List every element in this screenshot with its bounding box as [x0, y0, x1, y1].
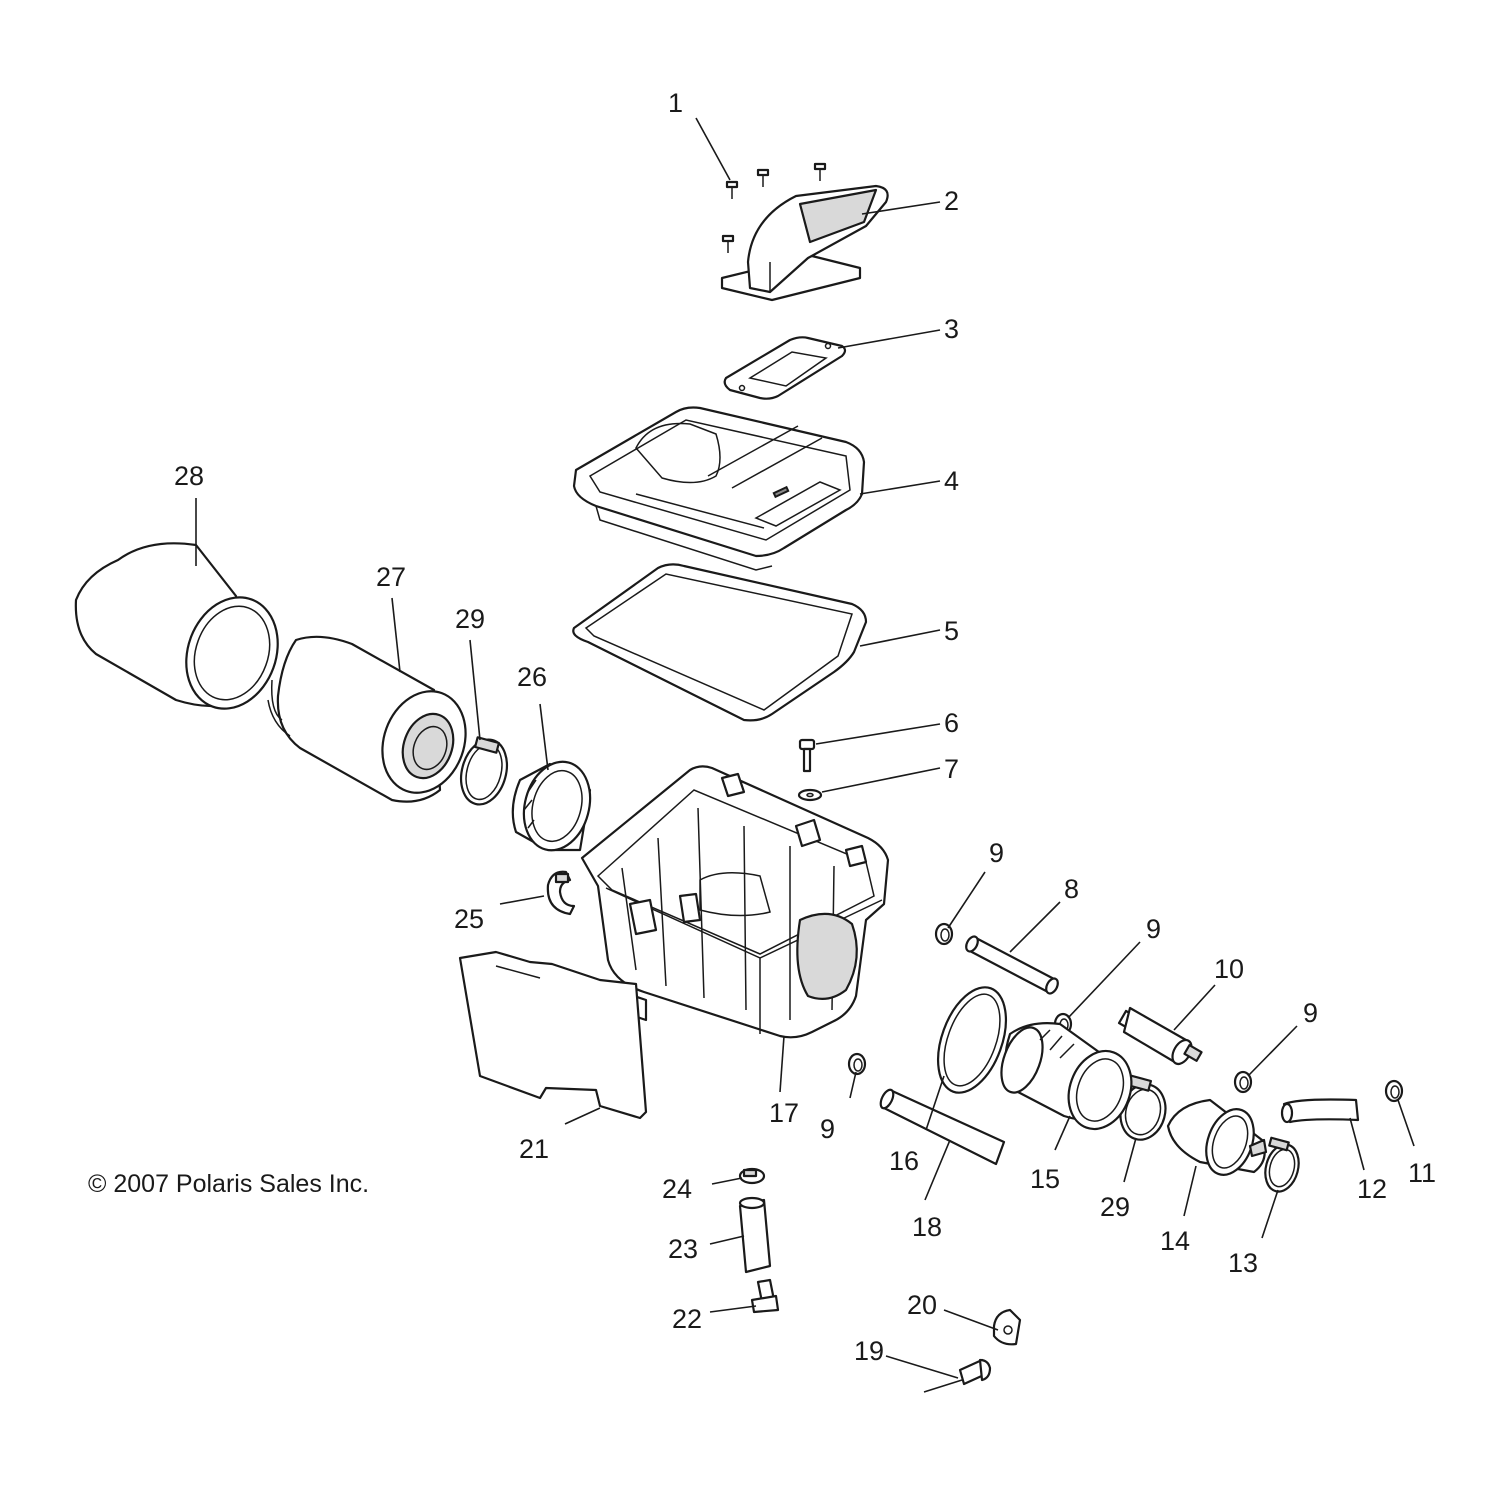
drain-valve — [750, 1278, 780, 1314]
callout-13: 13 — [1228, 1248, 1258, 1278]
clip-25 — [546, 870, 576, 916]
leader-lines — [195, 117, 1415, 1379]
rivet — [923, 1358, 992, 1393]
hose-18 — [879, 1088, 1006, 1166]
bolt — [798, 738, 816, 773]
duct-gasket — [723, 336, 847, 400]
callout-25: 25 — [454, 904, 484, 934]
hose-clamp-upper — [459, 736, 509, 806]
callout-23: 23 — [668, 1234, 698, 1264]
clamp-24 — [738, 1167, 766, 1185]
callout-29-b: 29 — [1100, 1192, 1130, 1222]
callout-5: 5 — [944, 616, 959, 646]
callout-3: 3 — [944, 314, 959, 344]
callout-26: 26 — [517, 662, 547, 692]
callout-9-b: 9 — [1146, 914, 1161, 944]
callout-11: 11 — [1408, 1158, 1436, 1188]
callout-9-c: 9 — [1303, 998, 1318, 1028]
outlet-adapter — [1000, 1022, 1133, 1131]
callout-16: 16 — [889, 1146, 919, 1176]
breather-filter — [1117, 1006, 1203, 1066]
callouts: 1 2 3 4 5 6 7 8 9 9 9 9 10 11 12 13 14 1… — [174, 88, 1436, 1366]
callout-17: 17 — [769, 1098, 799, 1128]
callout-4: 4 — [944, 466, 959, 496]
airbox-cover — [572, 406, 866, 571]
callout-2: 2 — [944, 186, 959, 216]
callout-7: 7 — [944, 754, 959, 784]
callout-19: 19 — [854, 1336, 884, 1366]
callout-14: 14 — [1160, 1226, 1190, 1256]
foam-pad — [458, 950, 648, 1120]
callout-29-a: 29 — [455, 604, 485, 634]
callout-12: 12 — [1357, 1174, 1387, 1204]
callout-20: 20 — [907, 1290, 937, 1320]
intake-duct — [720, 184, 889, 302]
screws — [721, 162, 827, 253]
o-ring — [937, 986, 1007, 1094]
callout-9-d: 9 — [820, 1114, 835, 1144]
hose-8 — [965, 935, 1059, 995]
callout-6: 6 — [944, 708, 959, 738]
filter-adapter — [511, 760, 592, 852]
drain-tube — [738, 1196, 772, 1274]
callout-9-a: 9 — [989, 838, 1004, 868]
callout-28: 28 — [174, 461, 204, 491]
clip-20 — [992, 1308, 1022, 1346]
cover-seal — [572, 563, 868, 722]
callout-15: 15 — [1030, 1164, 1060, 1194]
pre-filter — [74, 542, 279, 710]
callout-27: 27 — [376, 562, 406, 592]
air-filter — [267, 635, 467, 803]
callout-21: 21 — [519, 1134, 549, 1164]
copyright-notice: © 2007 Polaris Sales Inc. — [88, 1170, 370, 1198]
callout-22: 22 — [672, 1304, 702, 1334]
hose-12 — [1280, 1098, 1360, 1124]
callout-24: 24 — [662, 1174, 692, 1204]
callout-1: 1 — [668, 88, 683, 118]
callout-8: 8 — [1064, 874, 1079, 904]
boot — [1166, 1098, 1268, 1176]
callout-10: 10 — [1214, 954, 1244, 984]
washer — [797, 788, 823, 802]
callout-18: 18 — [912, 1212, 942, 1242]
hose-clamp-13 — [1264, 1136, 1300, 1193]
